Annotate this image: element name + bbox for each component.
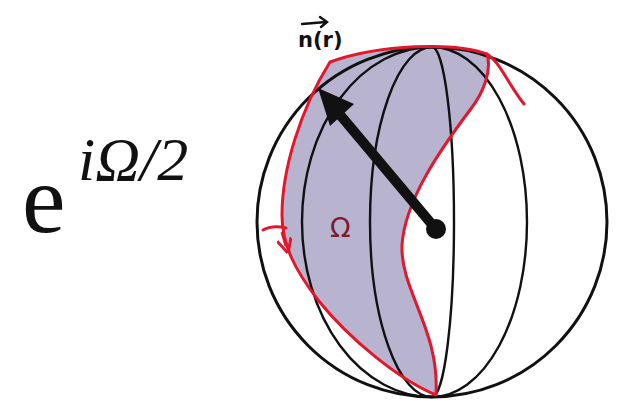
exponent: iΩ/2 — [78, 128, 188, 190]
loop-direction-arrow — [282, 232, 286, 246]
vector-shaft — [336, 110, 435, 228]
vector-over-arrow — [302, 17, 327, 27]
meridian-lines — [302, 47, 527, 397]
solid-angle-region — [282, 46, 488, 395]
sphere-outline — [257, 47, 607, 397]
vector-arrowhead — [318, 88, 354, 126]
exponential-base: e — [22, 150, 66, 248]
vector-origin-dot — [426, 219, 446, 239]
solid-angle-label: Ω — [330, 214, 351, 241]
vector-label: n(r) — [298, 30, 343, 51]
loop-tail — [263, 227, 286, 230]
closed-path-loop — [282, 46, 524, 395]
